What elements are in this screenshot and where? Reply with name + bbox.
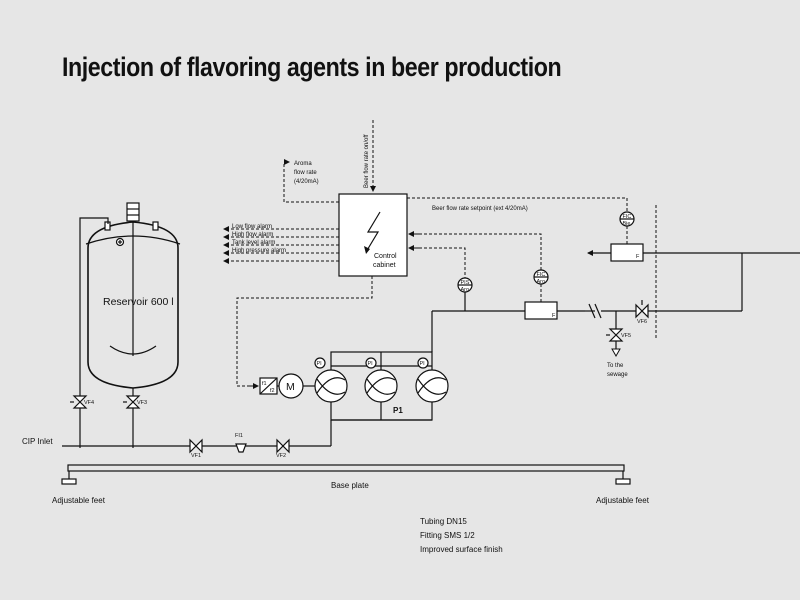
valve-vf4[interactable]: [70, 395, 88, 409]
pump-label: P1: [393, 406, 403, 415]
pressure-gauge-1: [314, 357, 326, 369]
valve-vf6-label: VF6: [637, 319, 647, 325]
aroma-label-2: flow rate: [294, 170, 317, 176]
fic-aro-instrument: [533, 269, 549, 302]
pis-aro-top: PIS: [461, 280, 470, 286]
adjustable-feet-right: Adjustable feet: [596, 496, 650, 505]
vfd-bottom-label: f2: [270, 388, 275, 394]
fic-aro-top: FIC: [537, 272, 546, 278]
valve-vf2[interactable]: [276, 438, 290, 454]
valve-vf3[interactable]: [123, 395, 141, 409]
spec-tubing: Tubing DN15: [420, 517, 467, 526]
control-cabinet: [338, 193, 408, 277]
beer-main-line: [587, 205, 800, 340]
adjustable-feet-left: Adjustable feet: [52, 496, 106, 505]
pressure-gauge-3: [417, 357, 429, 369]
page-title: Injection of flavoring agents in beer pr…: [62, 52, 562, 82]
fic-bie-instrument: [619, 211, 635, 244]
aroma-label-3: (4/20mA): [294, 179, 319, 185]
base-plate: [61, 464, 631, 485]
reservoir-label: Reservoir 600 l: [103, 296, 174, 308]
beer-flow-meter-label: F: [636, 254, 640, 260]
pi-label-2: PI: [368, 361, 374, 367]
sewage-label-1: To the: [607, 363, 624, 369]
valve-vf5-label: VF5: [621, 333, 631, 339]
alarm-low-flow: Low flow alarm: [232, 224, 272, 230]
valve-vf2-label: VF2: [276, 453, 286, 459]
pump-head-2: [364, 369, 398, 403]
control-cabinet-label-1: Control: [374, 253, 397, 260]
frequency-converter: [259, 377, 279, 395]
valve-vf3-label: VF3: [137, 400, 147, 406]
alarm-high-flow: High flow alarm: [232, 232, 273, 238]
pressure-gauge-2: [365, 357, 377, 369]
aroma-label-1: Aroma: [294, 161, 312, 167]
valve-vf6[interactable]: [635, 300, 649, 319]
vfd-top-label: f1: [262, 381, 267, 387]
valve-vf1[interactable]: [189, 438, 203, 454]
alarm-tank-level: Tank level alarm: [232, 240, 275, 246]
check-valve: [585, 303, 602, 319]
pi-label-1: PI: [317, 361, 323, 367]
motor-label: M: [286, 381, 295, 393]
spec-surface: Improved surface finish: [420, 545, 503, 554]
pump-head-1: [314, 369, 348, 403]
valve-vf1-label: VF1: [191, 453, 201, 459]
valve-vf4-label: VF4: [84, 400, 94, 406]
pis-aro-bottom: Aro: [461, 287, 470, 293]
fic-bie-top: FIC: [623, 214, 632, 220]
aroma-flow-meter-label: F: [552, 313, 556, 319]
beer-flow-onoff-label: Beer flow rate on/off: [364, 134, 370, 188]
spec-fitting: Fitting SMS 1/2: [420, 531, 475, 540]
control-cabinet-label-2: cabinet: [373, 262, 396, 269]
pis-aro-instrument: [457, 277, 473, 311]
base-plate-label: Base plate: [331, 481, 369, 490]
valve-vf5[interactable]: [606, 328, 624, 342]
reservoir-tank: [79, 202, 181, 448]
fic-bie-bottom: Bie: [623, 221, 631, 227]
fic-aro-bottom: Aro: [537, 279, 546, 285]
sewage-label-2: sewage: [607, 372, 628, 378]
pump-head-3: [415, 369, 449, 403]
cip-inlet-label: CIP Inlet: [22, 437, 53, 446]
setpoint-label: Beer flow rate setpoint (ext 4/20mA): [432, 206, 528, 212]
flow-indicator-fi1: [235, 443, 247, 453]
fi1-label: FI1: [235, 433, 243, 439]
alarm-high-pressure: High pressure alarm: [232, 248, 286, 254]
pi-label-3: PI: [420, 361, 426, 367]
